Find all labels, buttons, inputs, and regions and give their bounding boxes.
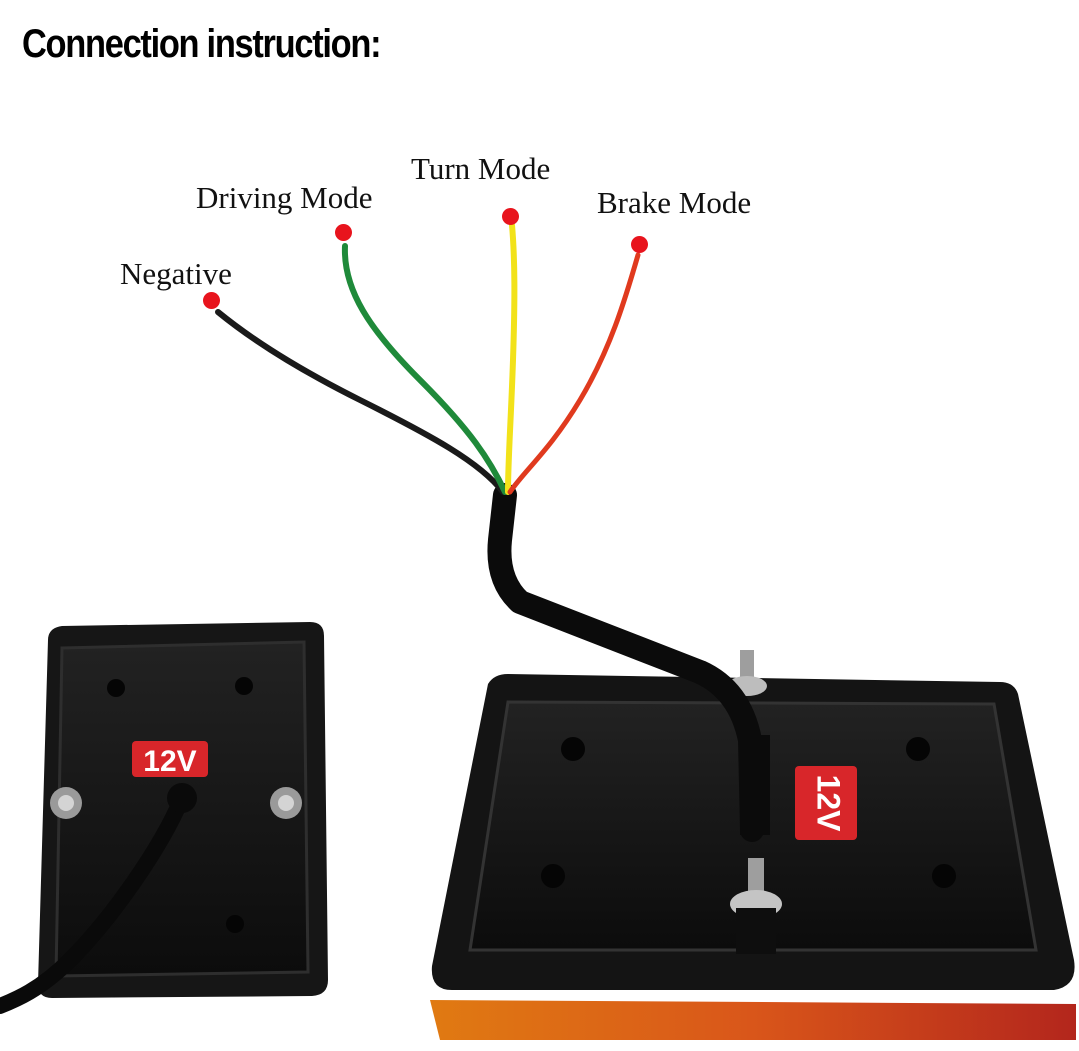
turn-mode-label: Turn Mode <box>411 151 551 186</box>
mounting-peg <box>541 737 956 888</box>
driving-mode-label: Driving Mode <box>196 180 373 215</box>
red-wire <box>507 252 641 495</box>
negative-dot <box>203 292 220 309</box>
main-cable <box>487 483 764 842</box>
brake-mode-dot <box>631 236 648 253</box>
left-lamp: 12V <box>0 622 328 1014</box>
turn-mode-dot <box>502 208 519 225</box>
driving-mode-dot <box>335 224 352 241</box>
right-voltage-text: 12V <box>811 775 847 833</box>
amber-lens <box>430 1000 1076 1040</box>
right-lamp: 12V <box>430 650 1076 1040</box>
left-bolt-1 <box>50 787 82 819</box>
page-title: Connection instruction: <box>22 22 382 66</box>
negative-label: Negative <box>120 256 232 291</box>
right-bolt-2 <box>730 858 782 954</box>
black-wire <box>215 309 506 495</box>
right-voltage-badge: 12V <box>795 766 857 840</box>
mounting-peg <box>107 677 253 933</box>
left-bolt-2 <box>270 787 302 819</box>
green-wire <box>341 243 508 495</box>
wire-harness <box>215 222 770 842</box>
left-voltage-text: 12V <box>143 745 196 778</box>
brake-mode-label: Brake Mode <box>597 185 752 220</box>
yellow-wire <box>505 222 518 495</box>
left-voltage-badge: 12V <box>132 741 208 778</box>
left-cable <box>0 790 190 1014</box>
